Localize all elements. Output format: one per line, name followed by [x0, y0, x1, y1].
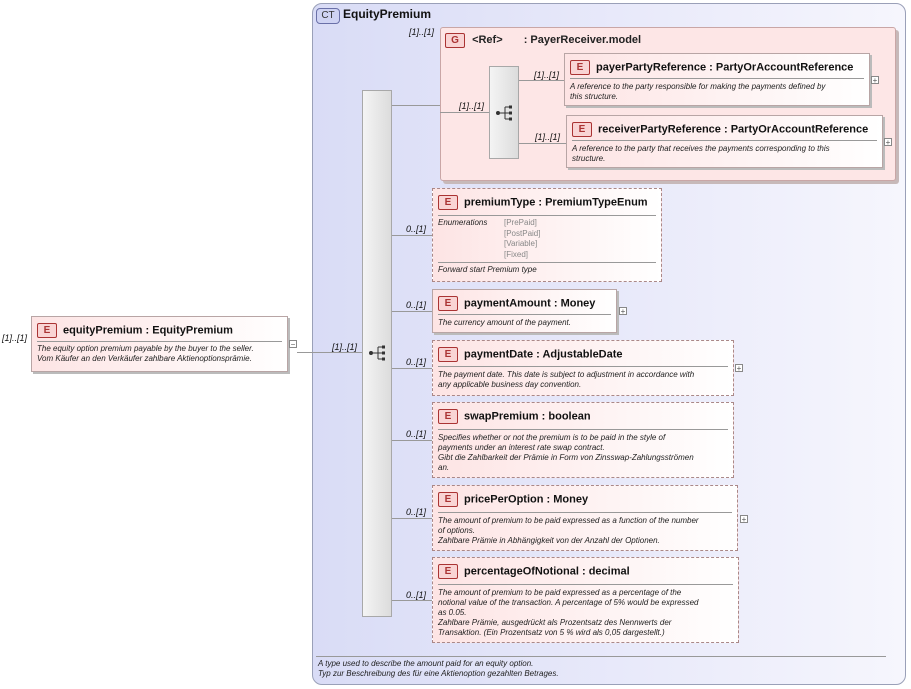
element-type: : Money: [553, 297, 596, 310]
element-occurrence: [1]..[1]: [534, 70, 560, 80]
element-name: receiverPartyReference: [598, 123, 721, 136]
group-ref: <Ref>: [472, 34, 503, 46]
enumeration-values: [PrePaid] [PostPaid] [Variable] [Fixed]: [504, 218, 541, 259]
element-type: : boolean: [541, 410, 591, 423]
sequence-occurrence: [1]..[1]: [332, 342, 358, 352]
element-badge: E: [438, 296, 458, 311]
element-doc: The payment date. This date is subject t…: [438, 370, 695, 389]
root-element-doc: The equity option premium payable by the…: [37, 344, 254, 363]
root-occurrence: [1]..[1]: [2, 333, 28, 343]
expand-icon[interactable]: +: [871, 76, 879, 85]
group-name: : PayerReceiver.model: [523, 34, 642, 46]
element-badge: E: [572, 122, 592, 137]
element-doc: The currency amount of the payment.: [438, 318, 571, 327]
element-type: : PartyOrAccountReference: [723, 123, 869, 136]
enumerations-label: Enumerations: [438, 218, 488, 227]
sequence-compositor-icon: [369, 345, 385, 361]
element-badge: E: [438, 492, 458, 507]
expand-icon[interactable]: +: [884, 138, 892, 147]
element-occurrence: 0..[1]: [406, 357, 427, 367]
element-doc: A reference to the party responsible for…: [570, 82, 826, 101]
connector-line: [392, 600, 432, 601]
element-type: : PartyOrAccountReference: [709, 61, 854, 74]
complex-type-doc: A type used to describe the amount paid …: [318, 659, 559, 678]
connector-line: [297, 352, 362, 353]
connector-line: [392, 518, 432, 519]
element-name: paymentAmount: [464, 297, 551, 310]
element-doc: A reference to the party that receives t…: [572, 144, 830, 163]
element-occurrence: 0..[1]: [406, 224, 427, 234]
element-occurrence: 0..[1]: [406, 590, 427, 600]
element-name: percentageOfNotional: [464, 565, 579, 578]
element-badge: E: [438, 409, 458, 424]
element-name: premiumType: [464, 196, 536, 209]
connector-line: [519, 143, 566, 144]
connector-line: [392, 311, 432, 312]
element-name: swapPremium: [464, 410, 539, 423]
element-name: paymentDate: [464, 348, 534, 361]
element-occurrence: 0..[1]: [406, 300, 427, 310]
root-element-type: : EquityPremium: [145, 324, 233, 337]
complex-type-name: EquityPremium: [343, 7, 432, 21]
expand-icon[interactable]: +: [735, 364, 743, 373]
complex-type-badge: CT: [316, 8, 340, 24]
expand-icon[interactable]: +: [619, 307, 627, 316]
root-element-name: equityPremium: [63, 324, 143, 337]
connector-line: [392, 440, 432, 441]
element-badge: E: [438, 347, 458, 362]
connector-line: [392, 105, 440, 106]
element-name: payerPartyReference: [596, 61, 707, 74]
element-type: : AdjustableDate: [536, 348, 623, 361]
element-doc: The amount of premium to be paid express…: [438, 516, 699, 545]
element-type: : Money: [546, 493, 589, 506]
expand-icon[interactable]: +: [740, 515, 748, 524]
element-occurrence: 0..[1]: [406, 429, 427, 439]
element-type: : decimal: [581, 565, 630, 578]
connector-line: [519, 80, 564, 81]
connector-line: [440, 112, 489, 113]
group-badge: G: [445, 33, 465, 48]
element-doc: Specifies whether or not the premium is …: [438, 433, 694, 472]
element-badge: E: [37, 323, 57, 338]
group-sequence-occurrence: [1]..[1]: [459, 101, 485, 111]
element-badge: E: [570, 60, 590, 75]
element-badge: E: [438, 195, 458, 210]
element-doc: The amount of premium to be paid express…: [438, 588, 699, 637]
connector-line: [392, 368, 432, 369]
element-occurrence: 0..[1]: [406, 507, 427, 517]
complex-type-doc-separator: [316, 656, 886, 657]
element-doc: Forward start Premium type: [438, 265, 537, 274]
collapse-icon[interactable]: −: [289, 340, 297, 349]
group-occurrence: [1]..[1]: [409, 27, 435, 37]
element-type: : PremiumTypeEnum: [538, 196, 648, 209]
sequence-compositor-icon: [496, 105, 512, 121]
connector-line: [392, 235, 432, 236]
element-name: pricePerOption: [464, 493, 544, 506]
element-occurrence: [1]..[1]: [535, 132, 561, 142]
element-badge: E: [438, 564, 458, 579]
